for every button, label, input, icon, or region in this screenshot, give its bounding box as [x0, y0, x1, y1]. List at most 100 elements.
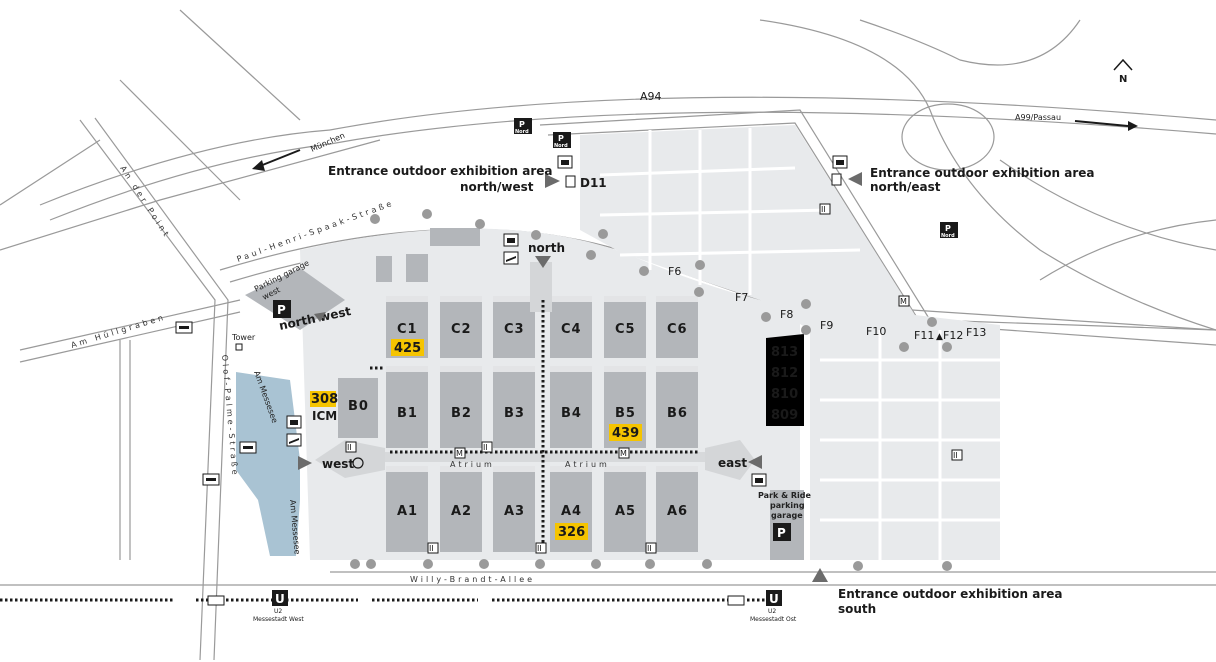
taxi-icon — [503, 233, 519, 247]
parking-nord-3[interactable]: P Nord — [940, 222, 958, 239]
taxi-icon — [751, 473, 767, 487]
svg-text:Nord: Nord — [554, 143, 568, 149]
gate-f7: F7 — [735, 291, 748, 304]
restaurant-icon: ΙΙ — [345, 441, 357, 453]
booth-813: 813 — [771, 345, 798, 360]
station-messestadt-ost[interactable]: U U2 Messestadt Ost — [750, 590, 797, 623]
booth-a4[interactable]: 326 — [555, 523, 588, 540]
svg-text:north: north — [528, 241, 565, 255]
svg-text:B4: B4 — [561, 406, 582, 421]
svg-text:ΙΙ: ΙΙ — [347, 443, 352, 452]
entrance-east[interactable]: east — [718, 455, 762, 470]
gate-f9: F9 — [820, 319, 833, 332]
svg-text:U: U — [275, 592, 285, 606]
svg-text:east: east — [718, 456, 747, 470]
svg-text:P: P — [558, 134, 564, 143]
booth-icm[interactable]: 308 — [310, 391, 338, 407]
booth-810: 810 — [771, 387, 798, 402]
metro-u-icon — [272, 590, 288, 606]
hall-c2: C2 — [440, 296, 482, 358]
svg-text:Entrance outdoor exhibition ar: Entrance outdoor exhibition area — [870, 166, 1094, 180]
svg-text:B6: B6 — [667, 406, 688, 421]
lake-messesee — [236, 372, 300, 556]
tower-icon — [235, 343, 243, 351]
parking-nord-2[interactable]: P Nord — [553, 132, 571, 149]
icm-label: ICM — [312, 409, 337, 423]
willy-brandt-label: Willy-Brandt-Allee — [410, 575, 535, 584]
hall-row-a: A1 A2 A3 A4 A5 A6 — [386, 466, 698, 552]
outdoor-entrance-north-west[interactable]: Entrance outdoor exhibition area north/w… — [328, 164, 607, 194]
svg-text:ΙΙ: ΙΙ — [483, 443, 488, 452]
svg-text:ΙΙ: ΙΙ — [821, 205, 826, 214]
svg-text:Park & Ride: Park & Ride — [758, 491, 811, 500]
hall-a6: A6 — [656, 466, 698, 552]
metro-icon: M — [898, 295, 910, 307]
d11-label: D11 — [580, 176, 607, 190]
gate-f13: F13 — [966, 326, 986, 339]
hall-row-c: C1 C2 C3 C4 C5 C6 — [386, 296, 698, 358]
parking-icon — [273, 300, 291, 318]
bus-icon — [207, 595, 225, 606]
hall-b3: B3 — [493, 366, 535, 448]
hall-b1: B1 — [386, 366, 428, 448]
booth-east-block[interactable]: 813 812 810 809 — [766, 334, 804, 426]
outdoor-gates: F6 F7 F8 F9 F10 F11 F12 F13 ▲ — [668, 265, 986, 342]
svg-text:U2: U2 — [768, 608, 776, 615]
hall-b2: B2 — [440, 366, 482, 448]
gate-box-icon — [831, 173, 842, 186]
hall-c4: C4 — [550, 296, 592, 358]
gate-f8: F8 — [780, 308, 793, 321]
arrow-left-icon — [252, 160, 265, 171]
svg-text:north/west: north/west — [460, 180, 534, 194]
hall-a2: A2 — [440, 466, 482, 552]
booth-812: 812 — [771, 366, 798, 381]
svg-text:425: 425 — [394, 341, 421, 356]
svg-text:N: N — [1119, 74, 1127, 85]
svg-text:A1: A1 — [397, 504, 418, 519]
svg-text:B5: B5 — [615, 406, 636, 421]
gate-f12: F12 — [943, 329, 963, 342]
svg-text:M: M — [900, 297, 907, 306]
gate-f6: F6 — [668, 265, 681, 278]
airport-shuttle-icon — [286, 433, 302, 447]
svg-text:P: P — [777, 526, 786, 540]
an-der-point-label: An der Point — [118, 164, 172, 240]
booth-c1[interactable]: 425 — [391, 339, 424, 356]
entrance-west[interactable]: west — [298, 456, 364, 471]
svg-text:west: west — [322, 457, 354, 471]
hall-b0: B0 — [338, 378, 378, 438]
svg-text:Entrance outdoor exhibition ar: Entrance outdoor exhibition area — [328, 164, 552, 178]
outdoor-entrance-north-east[interactable]: Entrance outdoor exhibition area north/e… — [831, 166, 1094, 194]
bus-icon — [727, 595, 745, 606]
svg-text:U: U — [769, 592, 779, 606]
hall-a5: A5 — [604, 466, 646, 552]
walkways — [370, 300, 700, 555]
metro-u-icon — [766, 590, 782, 606]
outdoor-entrance-south[interactable]: Entrance outdoor exhibition area south — [812, 568, 1062, 616]
svg-text:B0: B0 — [348, 399, 369, 414]
hall-b4: B4 — [550, 366, 592, 448]
restaurant-icon: ΙΙ — [535, 542, 547, 554]
svg-text:parking: parking — [770, 501, 805, 510]
svg-text:A3: A3 — [504, 504, 525, 519]
svg-text:Nord: Nord — [941, 233, 955, 239]
park-and-ride-garage[interactable]: Park & Ride parking garage P — [758, 491, 811, 541]
parking-nord-1[interactable]: P Nord — [514, 118, 532, 135]
entrance-north[interactable]: north — [528, 241, 565, 268]
hall-row-b: B0 B1 B2 B3 B4 B5 B6 — [338, 366, 698, 448]
hall-a3: A3 — [493, 466, 535, 552]
compass-north-icon: N — [1113, 58, 1133, 85]
booth-809: 809 — [771, 408, 798, 423]
gate-f11: F11 — [914, 329, 934, 342]
svg-text:A2: A2 — [451, 504, 472, 519]
booth-b5[interactable]: 439 — [609, 424, 642, 441]
taxi-icon — [832, 155, 848, 169]
svg-text:U2: U2 — [274, 608, 282, 615]
svg-text:garage: garage — [771, 511, 803, 520]
station-messestadt-west[interactable]: U U2 Messestadt West — [253, 590, 304, 623]
bus-icon — [202, 473, 220, 486]
subway-line — [0, 595, 780, 606]
restaurant-icon: ΙΙ — [645, 542, 657, 554]
hall-c5: C5 — [604, 296, 646, 358]
